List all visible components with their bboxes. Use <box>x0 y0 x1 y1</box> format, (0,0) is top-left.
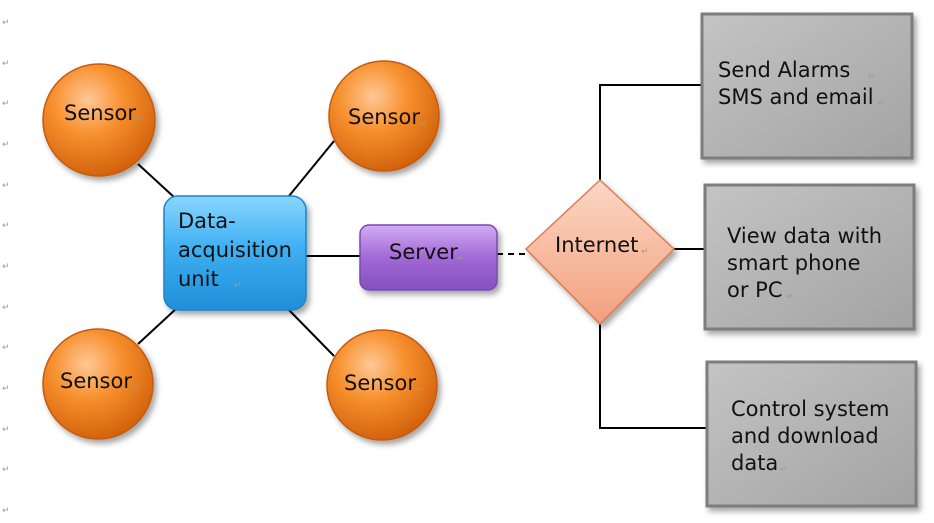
dau-label-line2: acquisition <box>178 238 292 262</box>
data-acquisition-unit: Data- acquisition unit ↵ <box>163 195 307 311</box>
send-alarms-box: Send Alarms SMS and email ↵ ↵ <box>700 12 914 160</box>
connector-sensor-bottom-left <box>137 307 178 345</box>
connectors <box>137 84 707 429</box>
svg-text:↵: ↵ <box>2 384 10 394</box>
send-alarms-line2: SMS and email <box>718 85 874 109</box>
view-data-box: View data with smart phone or PC ↵ <box>703 183 916 331</box>
sensor-top-right: Sensor ↵ <box>328 60 440 172</box>
svg-text:↵: ↵ <box>2 99 10 109</box>
svg-text:↵: ↵ <box>2 140 10 150</box>
svg-text:↵: ↵ <box>786 292 794 302</box>
dau-label-line3: unit <box>178 267 219 291</box>
svg-text:↵: ↵ <box>234 281 242 291</box>
paragraph-marks: ↵ ↵ ↵ ↵ ↵ ↵ ↵ ↵ ↵ ↵ ↵ ↵ ↵ <box>2 18 10 516</box>
server-label: Server <box>389 240 458 264</box>
dau-label-line1: Data- <box>178 209 236 233</box>
svg-text:↵: ↵ <box>135 115 143 125</box>
svg-text:↵: ↵ <box>780 465 788 475</box>
svg-text:↵: ↵ <box>416 385 424 395</box>
svg-text:↵: ↵ <box>2 59 10 69</box>
server-node: Server ↵ <box>359 224 498 291</box>
svg-text:↵: ↵ <box>877 99 885 109</box>
internet-node: Internet ↵ <box>524 178 676 326</box>
sensor-top-left: Sensor ↵ <box>42 63 156 177</box>
svg-text:↵: ↵ <box>2 221 10 231</box>
svg-text:↵: ↵ <box>641 247 649 257</box>
internet-label: Internet <box>555 233 638 257</box>
svg-text:↵: ↵ <box>2 181 10 191</box>
sensor-bottom-right: Sensor ↵ <box>326 329 438 441</box>
svg-text:↵: ↵ <box>420 119 428 129</box>
sensor-label: Sensor <box>60 369 132 393</box>
control-system-line2: and download <box>731 424 879 448</box>
connector-internet-control <box>599 324 707 429</box>
connector-sensor-top-right <box>288 140 335 197</box>
control-system-line3: data <box>731 451 778 475</box>
view-data-line2: smart phone <box>727 251 861 275</box>
svg-text:↵: ↵ <box>2 425 10 435</box>
svg-text:↵: ↵ <box>457 254 465 264</box>
connector-sensor-top-left <box>137 163 176 199</box>
svg-text:↵: ↵ <box>2 506 10 516</box>
connector-internet-alarms <box>599 84 702 180</box>
sensor-label: Sensor <box>348 105 420 129</box>
view-data-line3: or PC <box>727 278 782 302</box>
connector-sensor-bottom-right <box>288 309 335 357</box>
sensor-bottom-left: Sensor ↵ <box>42 328 154 440</box>
svg-text:↵: ↵ <box>2 465 10 475</box>
svg-text:↵: ↵ <box>2 343 10 353</box>
sensor-label: Sensor <box>64 101 136 125</box>
control-system-line1: Control system <box>731 397 890 421</box>
svg-text:↵: ↵ <box>868 72 876 82</box>
control-system-box: Control system and download data ↵ <box>705 360 918 508</box>
svg-text:↵: ↵ <box>2 262 10 272</box>
sensor-label: Sensor <box>344 371 416 395</box>
svg-text:↵: ↵ <box>132 383 140 393</box>
view-data-line1: View data with <box>727 224 882 248</box>
svg-text:↵: ↵ <box>2 303 10 313</box>
svg-text:↵: ↵ <box>2 18 10 28</box>
send-alarms-line1: Send Alarms <box>718 58 850 82</box>
